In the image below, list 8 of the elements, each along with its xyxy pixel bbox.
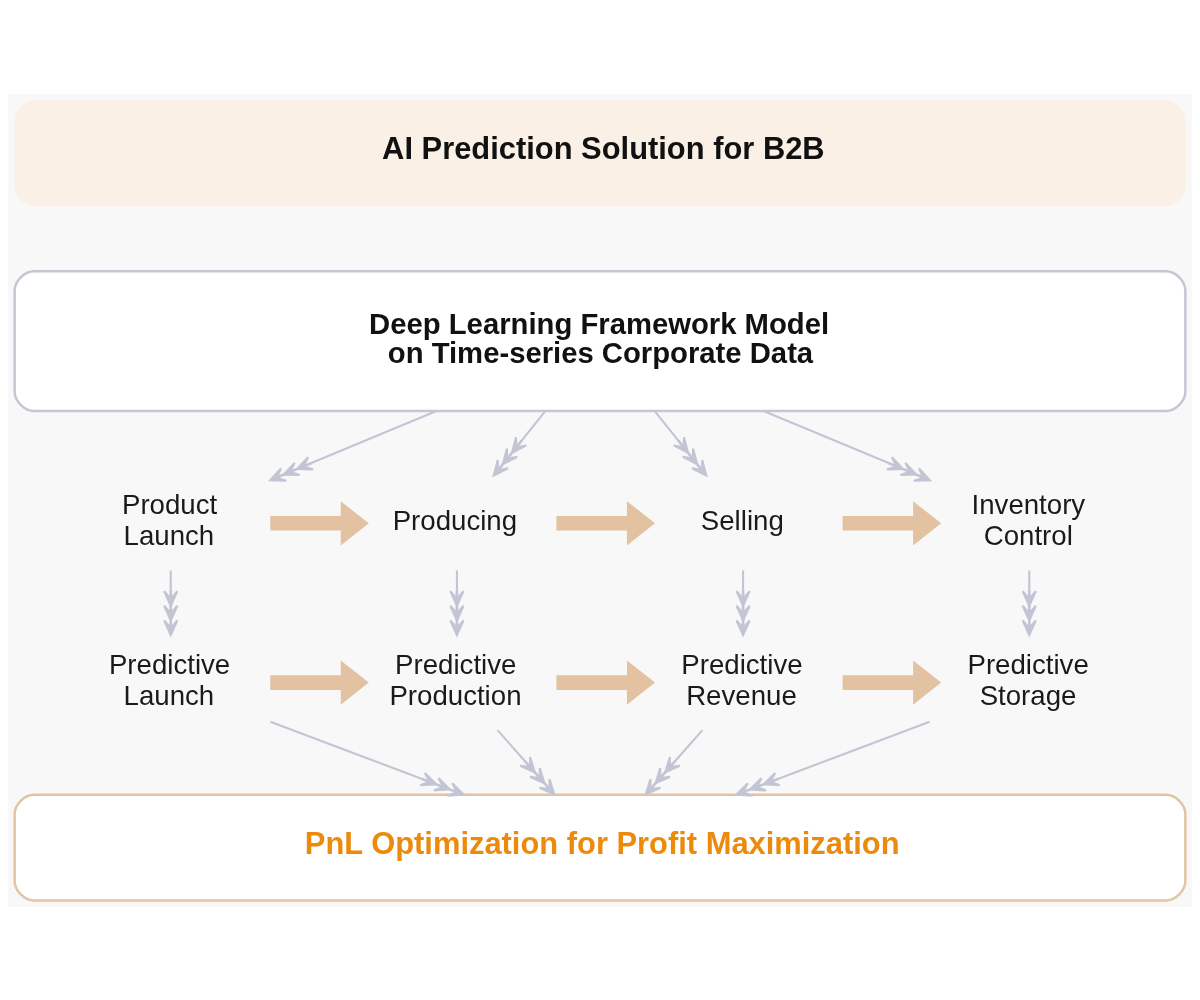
node-text: Predictive Revenue [681, 648, 803, 711]
node-text: Predictive Storage [967, 648, 1089, 711]
node-text: Predictive Production [389, 648, 522, 711]
node-text: Predictive Launch [108, 648, 231, 711]
node-text: Selling [700, 504, 784, 536]
node-text: Inventory Control [971, 488, 1086, 551]
node-text: Producing [392, 504, 518, 536]
node-text: Product Launch [121, 488, 218, 551]
